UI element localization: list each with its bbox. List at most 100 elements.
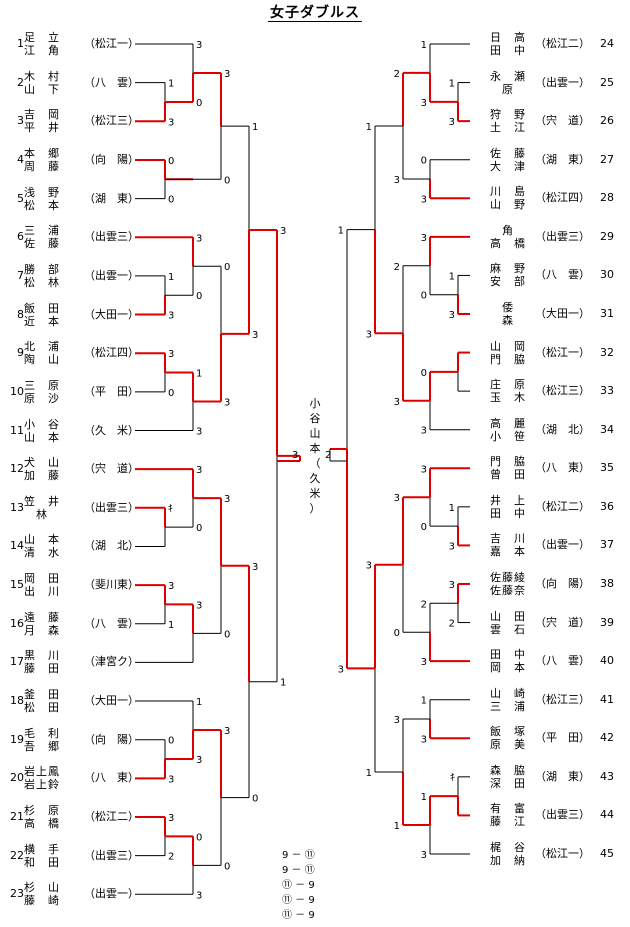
entry-number: 12 — [10, 462, 24, 476]
score-label: 1 — [394, 821, 400, 832]
score-label: 2 — [325, 450, 331, 461]
score-label: 2 — [394, 69, 400, 80]
score-label: 1 — [366, 768, 372, 779]
score-label: 0 — [196, 523, 202, 534]
final-game-scores: 9 － ⑪ 9 － ⑪ ⑪ － 9 ⑪ － 9 ⑪ － 9 — [282, 848, 315, 923]
player-name-1: 永 瀬 — [490, 69, 526, 83]
entry-number: 5 — [17, 191, 24, 205]
team-name: （出雲三） — [535, 808, 590, 822]
score-label: 3 — [168, 813, 174, 824]
team-name: （湖 東） — [535, 152, 590, 166]
player-name-1: 吉 川 — [490, 532, 526, 546]
score-label: 0 — [196, 832, 202, 843]
player-name-2: 小 笹 — [490, 429, 526, 443]
entry-number: 2 — [17, 75, 24, 89]
entry-number: 15 — [10, 578, 24, 592]
team-name: （松江三） — [84, 114, 139, 128]
game-score: ⑪ － 9 — [282, 910, 315, 921]
entry-number: 29 — [600, 229, 614, 243]
score-label: 3 — [421, 233, 427, 244]
entry-number: 35 — [600, 461, 614, 475]
entry-number: 26 — [600, 114, 614, 128]
score-label: 0 — [168, 388, 174, 399]
player-name-1: 杉 原 — [24, 804, 60, 817]
player-name-1: 三 原 — [24, 378, 60, 392]
player-name-2: 田 中 — [490, 506, 526, 520]
score-label: 3 — [366, 329, 372, 340]
player-name-1: 山 本 — [24, 533, 60, 547]
score-label: 0 — [394, 628, 400, 639]
score-label: 1 — [280, 678, 286, 689]
player-name-1: 黒 川 — [24, 649, 60, 663]
player-name-2: 月 森 — [24, 623, 60, 637]
score-label: 3 — [168, 117, 174, 128]
player-name-2: 三 浦 — [490, 699, 526, 713]
player-name-2: 吾 郷 — [24, 739, 60, 753]
entry-number: 23 — [10, 887, 24, 901]
score-label: 3 — [252, 562, 258, 573]
entry-number: 9 — [17, 346, 24, 360]
team-name: （斐川東） — [84, 578, 139, 592]
score-label: 3 — [224, 398, 230, 409]
score-label: 0 — [168, 195, 174, 206]
team-name: （出雲一） — [84, 268, 139, 282]
score-label: 0 — [196, 291, 202, 302]
entry-number: 30 — [600, 268, 614, 282]
player-name-1: 遠 藤 — [24, 610, 60, 624]
score-label: 3 — [224, 69, 230, 80]
player-name-1: 犬 山 — [24, 456, 60, 470]
player-name-1: 毛 利 — [24, 726, 60, 740]
score-label: 1 — [196, 697, 202, 708]
player-name-1: 山 崎 — [490, 686, 526, 700]
team-name: （津宮ク） — [84, 655, 139, 669]
team-name: （松江三） — [535, 384, 590, 398]
score-label: 3 — [394, 493, 400, 504]
score-label: 3 — [168, 311, 174, 322]
score-label: 0 — [421, 522, 427, 533]
score-label: ｷ — [168, 504, 173, 515]
team-name: （松江四） — [84, 346, 139, 360]
score-label: 3 — [421, 464, 427, 475]
team-name: （宍 道） — [535, 114, 590, 128]
score-label: 3 — [394, 397, 400, 408]
player-name-2: 田 中 — [490, 44, 526, 57]
entry-number: 19 — [10, 732, 24, 746]
player-name-2: 山 本 — [24, 430, 60, 444]
score-label: 3 — [292, 450, 298, 461]
player-name-1: 三 浦 — [24, 224, 60, 238]
team-name: （松江一） — [84, 37, 139, 50]
team-name: （久 米） — [84, 423, 139, 437]
player-name-2: 高 橋 — [24, 817, 60, 830]
score-label: 1 — [421, 40, 427, 51]
score-label: 3 — [196, 233, 202, 244]
score-label: 3 — [449, 117, 455, 128]
score-label: 3 — [449, 310, 455, 321]
score-label: 3 — [421, 657, 427, 668]
score-label: 1 — [449, 503, 455, 514]
entry-number: 8 — [17, 307, 24, 321]
team-name: （大田一） — [84, 307, 139, 321]
entry-number: 41 — [600, 692, 614, 706]
score-label: 3 — [394, 715, 400, 726]
score-label: 3 — [366, 561, 372, 572]
game-score: ⑪ － 9 — [282, 880, 315, 891]
player-name-2: 藤 江 — [490, 815, 526, 829]
score-label: 1 — [421, 792, 427, 803]
player-name-1: 岡 田 — [24, 572, 60, 586]
